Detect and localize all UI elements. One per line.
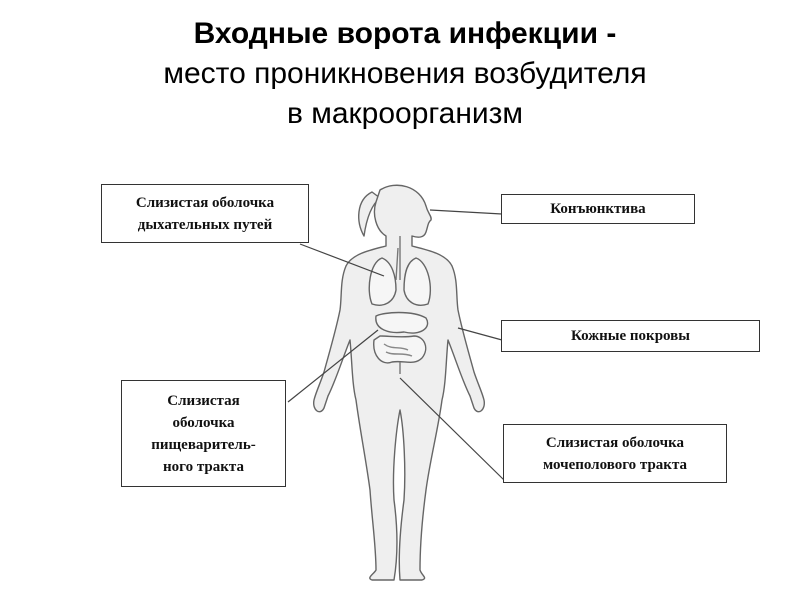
title-line-2: место проникновения возбудителя [163, 57, 647, 90]
leader-lines [287, 209, 505, 481]
label-respiratory-line-1: Слизистая оболочка [135, 194, 275, 211]
human-body-figure [312, 184, 486, 581]
label-skin: Кожные покровы [501, 320, 760, 352]
label-respiratory-line-2: дыхательных путей [137, 216, 273, 233]
title-line-1: Входные ворота инфекции - [193, 17, 617, 50]
label-urogenital-line-1: Слизистая оболочка [545, 434, 685, 451]
label-digestive-line-2: оболочка [172, 414, 235, 431]
leader-urogenital [399, 377, 505, 481]
leader-conjunctiva [429, 209, 503, 215]
slide-title: Входные ворота инфекции - место проникно… [60, 14, 750, 134]
label-conjunctiva: Конъюнктива [501, 194, 695, 224]
label-respiratory-mucosa: Слизистая оболочка дыхательных путей [101, 184, 309, 243]
label-urogenital-line-2: мочеполового тракта [542, 456, 687, 473]
leader-respiratory [299, 243, 385, 277]
label-urogenital-mucosa: Слизистая оболочка мочеполового тракта [503, 424, 727, 483]
label-conjunctiva-text: Конъюнктива [550, 201, 646, 217]
title-line-3: в макроорганизм [286, 97, 524, 130]
leader-skin [457, 327, 503, 341]
label-digestive-line-1: Слизистая [167, 392, 240, 409]
label-skin-text: Кожные покровы [571, 328, 690, 344]
leader-digestive [287, 329, 379, 403]
label-digestive-line-4: ного тракта [163, 458, 244, 475]
label-digestive-mucosa: Слизистая оболочка пищеваритель- ного тр… [121, 380, 286, 487]
label-digestive-line-3: пищеваритель- [151, 436, 256, 453]
